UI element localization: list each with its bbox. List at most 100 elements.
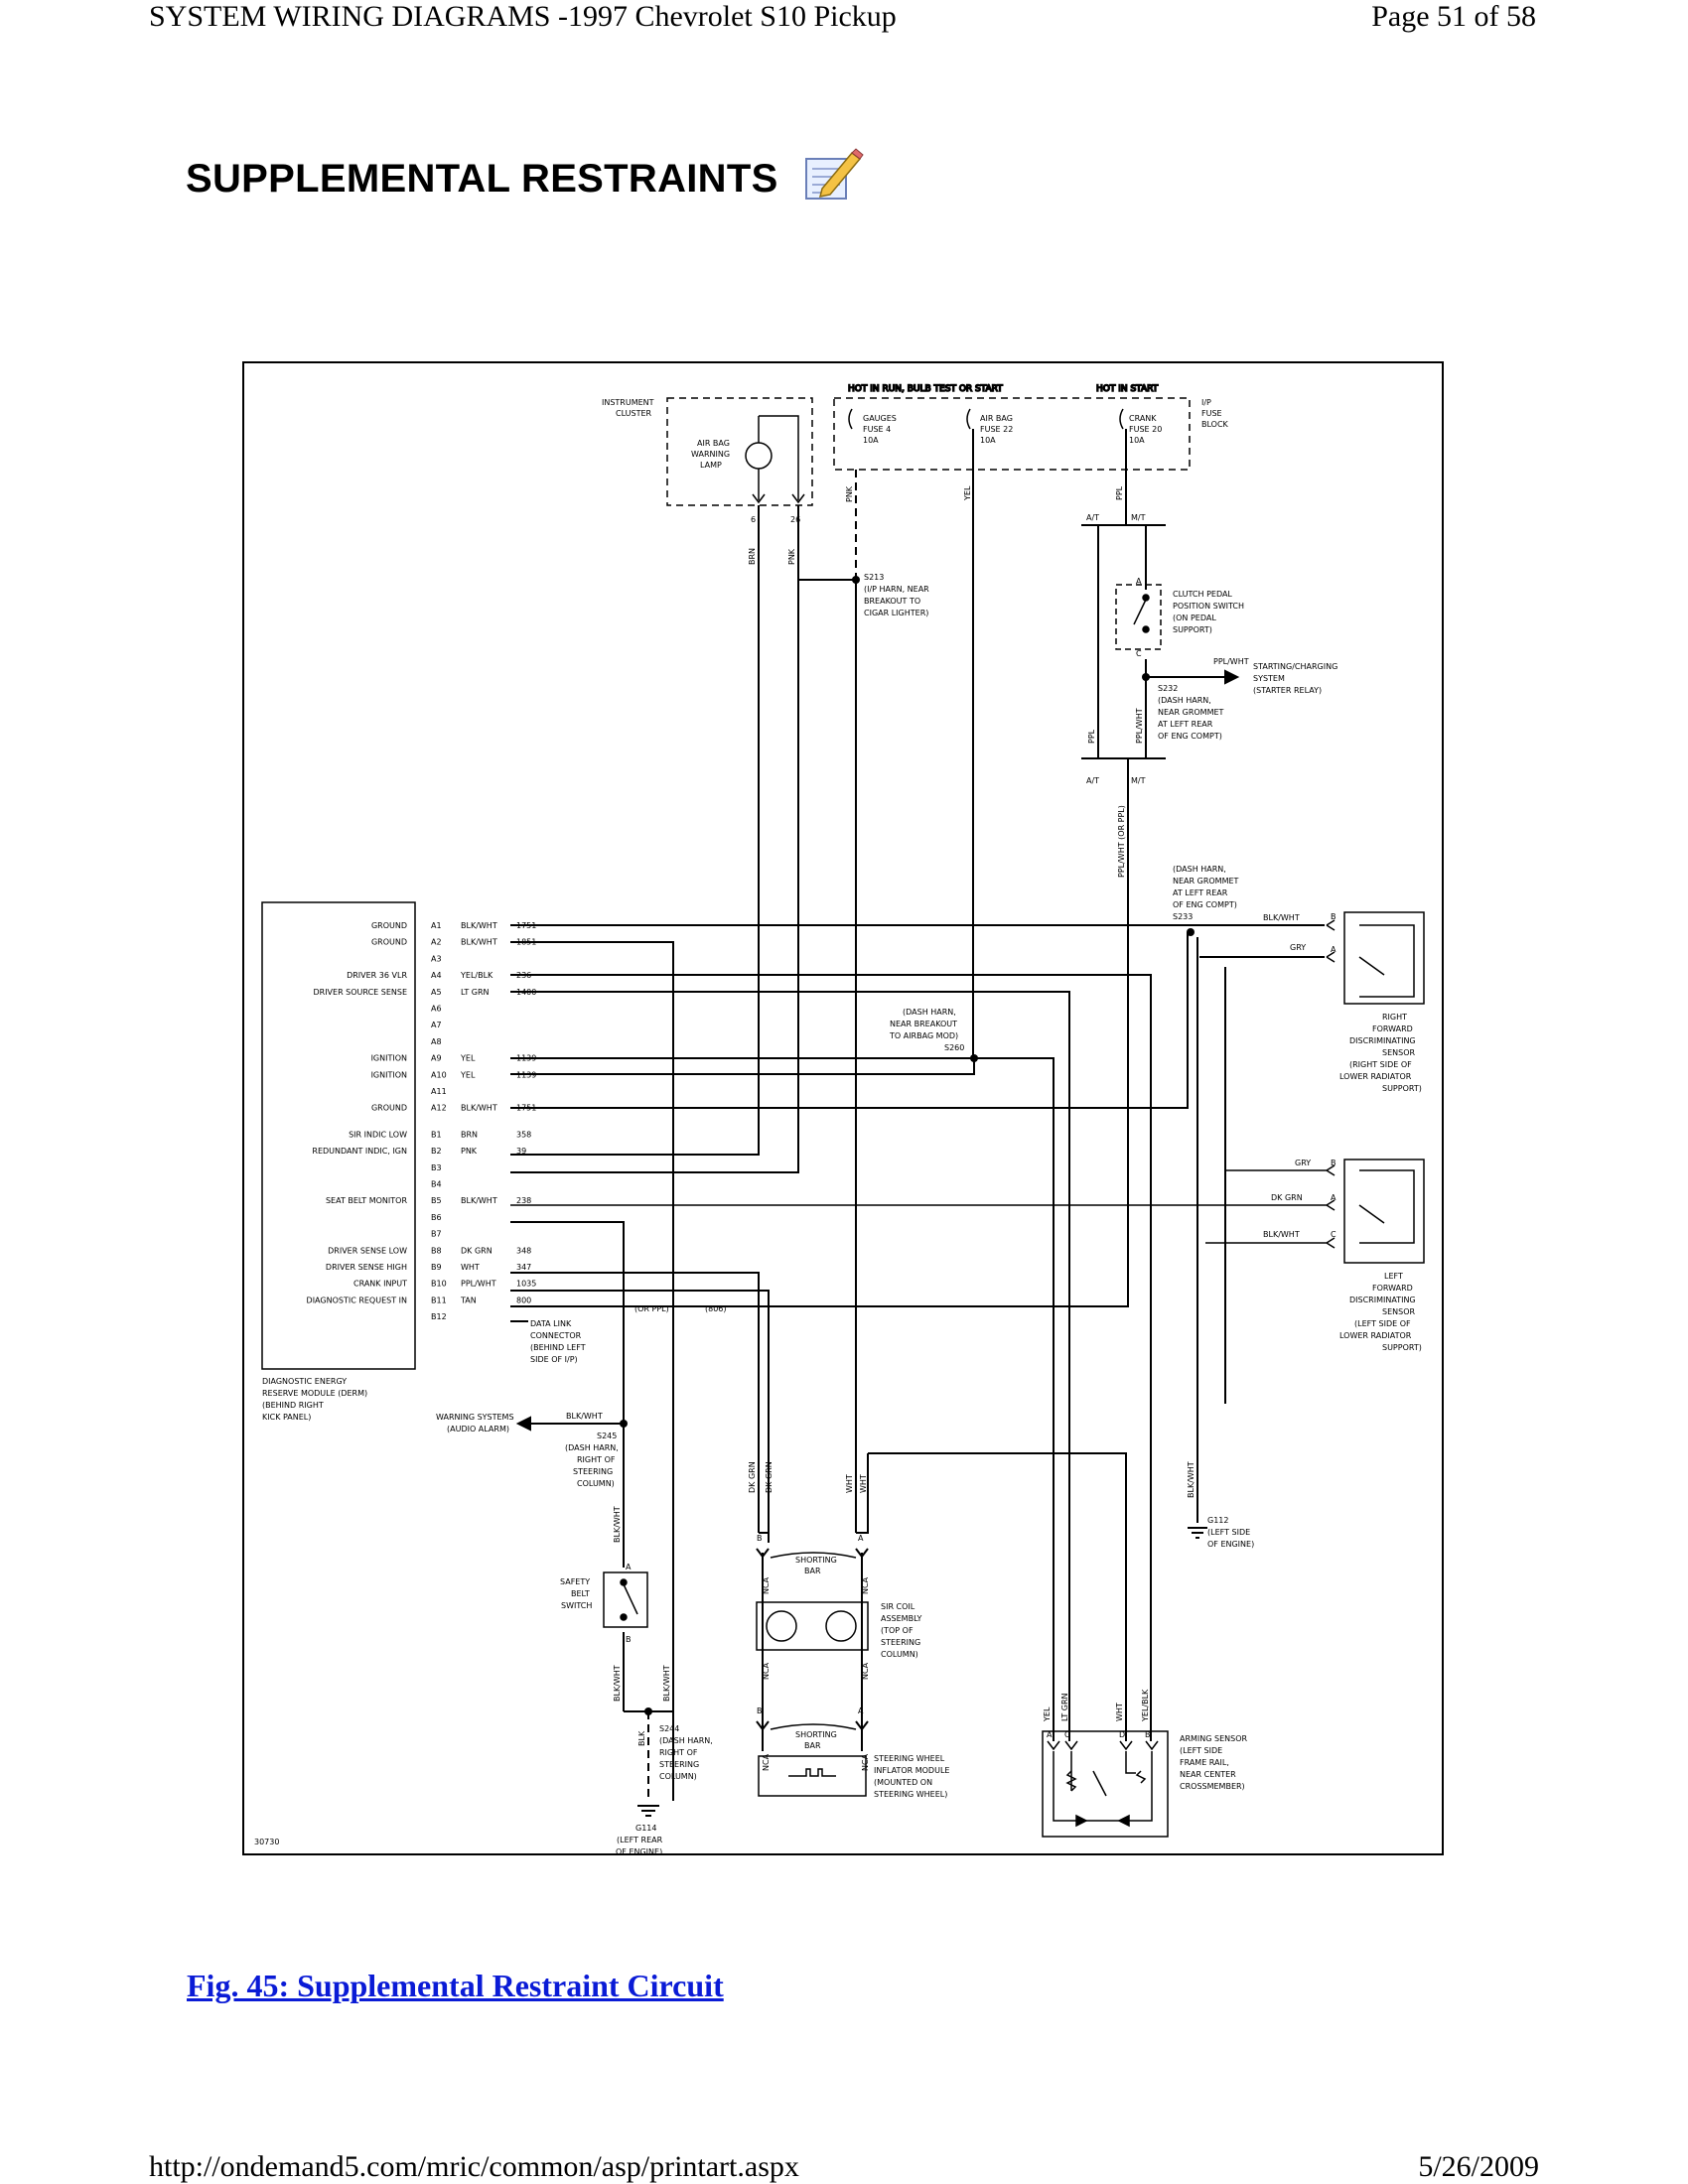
derm-function-label: DRIVER 36 VLR	[347, 971, 407, 980]
svg-text:SUPPORT): SUPPORT)	[1173, 625, 1212, 634]
svg-text:OF ENG COMPT): OF ENG COMPT)	[1173, 900, 1237, 909]
svg-text:SUPPORT): SUPPORT)	[1382, 1084, 1422, 1093]
svg-text:WARNING SYSTEMS: WARNING SYSTEMS	[436, 1413, 514, 1422]
svg-text:STEERING WHEEL: STEERING WHEEL	[874, 1754, 945, 1763]
derm-pin-id: A2	[431, 938, 442, 947]
hot-in-start-label: HOT IN START	[1096, 384, 1159, 394]
derm-pin-id: A6	[431, 1005, 442, 1014]
svg-text:DATA LINK: DATA LINK	[530, 1319, 572, 1328]
svg-text:GAUGES: GAUGES	[863, 414, 897, 423]
derm-pin-id: A4	[431, 971, 442, 980]
svg-text:POSITION SWITCH: POSITION SWITCH	[1173, 602, 1244, 611]
svg-text:(DASH HARN,: (DASH HARN,	[903, 1008, 956, 1017]
svg-text:I/P: I/P	[1201, 398, 1211, 407]
svg-text:(TOP OF: (TOP OF	[881, 1626, 914, 1635]
derm-pin-id: B1	[431, 1130, 442, 1139]
svg-text:G112: G112	[1207, 1516, 1228, 1525]
fuse-block: HOT IN RUN, BULB TEST OR START HOT IN ST…	[833, 383, 1191, 471]
svg-text:TO AIRBAG MOD): TO AIRBAG MOD)	[889, 1031, 958, 1040]
svg-text:BLK/WHT: BLK/WHT	[1263, 913, 1300, 922]
svg-text:PNK: PNK	[845, 485, 854, 502]
svg-text:A: A	[858, 1706, 864, 1715]
svg-text:WHT: WHT	[845, 1474, 854, 1493]
svg-text:(DASH HARN,: (DASH HARN,	[1173, 865, 1226, 874]
svg-text:SUPPORT): SUPPORT)	[1382, 1343, 1422, 1352]
svg-text:A/T: A/T	[1086, 776, 1099, 785]
svg-text:(BEHIND LEFT: (BEHIND LEFT	[530, 1343, 586, 1352]
svg-text:COLUMN): COLUMN)	[659, 1772, 697, 1781]
svg-text:LT GRN: LT GRN	[1060, 1693, 1069, 1721]
derm-wire-color: PNK	[461, 1147, 478, 1156]
svg-text:AT LEFT REAR: AT LEFT REAR	[1173, 888, 1228, 897]
svg-text:A: A	[858, 1534, 864, 1543]
derm-pin-id: B8	[431, 1246, 442, 1255]
svg-text:SAFETY: SAFETY	[560, 1577, 590, 1586]
svg-text:DK GRN: DK GRN	[765, 1461, 774, 1493]
svg-text:CROSSMEMBER): CROSSMEMBER)	[1180, 1782, 1245, 1791]
left-forward-sensor	[510, 1159, 1425, 1264]
derm-wire-color: PPL/WHT	[461, 1280, 496, 1289]
svg-text:6: 6	[751, 515, 756, 524]
derm-pin-id: B11	[431, 1296, 447, 1304]
svg-text:B: B	[626, 1635, 632, 1644]
svg-text:BREAKOUT TO: BREAKOUT TO	[864, 597, 920, 606]
svg-text:GRY: GRY	[1290, 943, 1306, 952]
svg-text:LOWER RADIATOR: LOWER RADIATOR	[1339, 1072, 1412, 1081]
svg-text:S260: S260	[944, 1043, 964, 1052]
svg-text:(LEFT REAR: (LEFT REAR	[617, 1836, 663, 1844]
derm-function-label: SIR INDIC LOW	[349, 1130, 407, 1139]
svg-text:RIGHT OF: RIGHT OF	[659, 1748, 698, 1757]
svg-text:B: B	[1145, 1730, 1151, 1739]
svg-text:LAMP: LAMP	[700, 461, 722, 470]
svg-text:SENSOR: SENSOR	[1382, 1307, 1415, 1316]
warning-systems-branch	[515, 1416, 625, 1568]
svg-text:B: B	[757, 1706, 763, 1715]
svg-text:S245: S245	[597, 1432, 617, 1440]
svg-text:OF ENG COMPT): OF ENG COMPT)	[1158, 732, 1222, 741]
derm-pin-id: B4	[431, 1180, 442, 1189]
derm-function-label: DIAGNOSTIC REQUEST IN	[307, 1296, 407, 1304]
svg-text:NEAR BREAKOUT: NEAR BREAKOUT	[890, 1020, 957, 1028]
derm-pin-id: A3	[431, 954, 442, 963]
svg-text:BAR: BAR	[804, 1567, 821, 1575]
derm-circuit-number: 348	[516, 1246, 531, 1255]
svg-text:PPL: PPL	[1087, 729, 1096, 744]
svg-text:DK GRN: DK GRN	[1271, 1193, 1303, 1202]
page-title: SUPPLEMENTAL RESTRAINTS	[186, 157, 778, 201]
svg-text:A: A	[1047, 1730, 1053, 1739]
derm-wire-color: BRN	[461, 1130, 478, 1139]
svg-text:YEL: YEL	[1043, 1706, 1052, 1722]
svg-text:CRANK: CRANK	[1129, 414, 1157, 423]
wiring-diagram: HOT IN RUN, BULB TEST OR START HOT IN ST…	[242, 361, 1444, 1855]
svg-text:BLOCK: BLOCK	[1201, 420, 1229, 429]
svg-text:SIR COIL: SIR COIL	[881, 1602, 915, 1611]
svg-text:B: B	[757, 1534, 763, 1543]
svg-text:DISCRIMINATING: DISCRIMINATING	[1349, 1036, 1416, 1045]
figure-caption-link[interactable]: Fig. 45: Supplemental Restraint Circuit	[187, 1968, 724, 2003]
svg-text:FUSE 22: FUSE 22	[980, 425, 1013, 434]
svg-text:ASSEMBLY: ASSEMBLY	[881, 1614, 921, 1623]
svg-text:(AUDIO ALARM): (AUDIO ALARM)	[447, 1425, 509, 1433]
svg-text:NCA: NCA	[861, 1576, 870, 1594]
svg-text:AT LEFT REAR: AT LEFT REAR	[1158, 720, 1213, 729]
svg-text:OF ENGINE): OF ENGINE)	[1207, 1540, 1254, 1549]
derm-function-label: REDUNDANT INDIC, IGN	[312, 1147, 407, 1156]
svg-text:BLK/WHT: BLK/WHT	[613, 1506, 622, 1543]
svg-text:M/T: M/T	[1131, 776, 1146, 785]
svg-text:S244: S244	[659, 1724, 679, 1733]
derm-wire-color: BLK/WHT	[461, 938, 497, 947]
svg-text:NCA: NCA	[762, 1753, 771, 1771]
svg-text:INFLATOR MODULE: INFLATOR MODULE	[874, 1766, 949, 1775]
derm-function-label: GROUND	[371, 1104, 407, 1113]
derm-pin-id: B2	[431, 1147, 442, 1156]
derm-function-label: SEAT BELT MONITOR	[326, 1196, 407, 1205]
svg-text:STEERING: STEERING	[659, 1760, 699, 1769]
svg-text:STEERING: STEERING	[881, 1638, 920, 1647]
svg-text:(OR PPL): (OR PPL)	[634, 1304, 669, 1313]
svg-text:BLK/WHT: BLK/WHT	[613, 1665, 622, 1702]
derm-wire-color: BLK/WHT	[461, 1196, 497, 1205]
svg-text:DIAGNOSTIC ENERGY: DIAGNOSTIC ENERGY	[262, 1377, 347, 1386]
edit-note-icon[interactable]	[802, 147, 866, 203]
svg-text:D: D	[1119, 1730, 1125, 1739]
